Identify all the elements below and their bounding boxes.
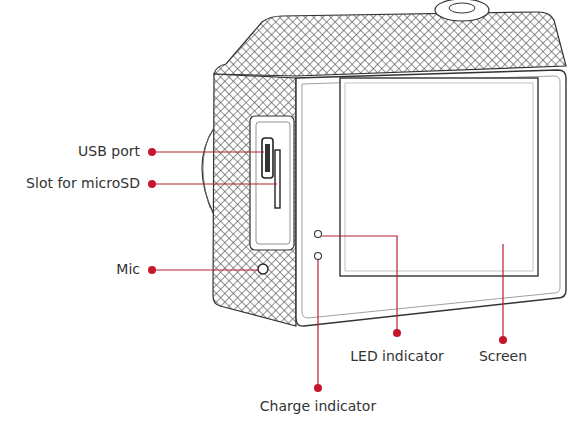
leader-dot <box>148 148 156 156</box>
part-label: Mic <box>116 260 140 278</box>
part-label: Slot for microSD <box>26 174 140 192</box>
side-face <box>213 74 296 326</box>
part-label: Screen <box>479 347 527 365</box>
leader-dot <box>148 180 156 188</box>
shutter-button <box>449 3 475 13</box>
usb-port <box>265 144 270 172</box>
leader-dot <box>393 329 401 337</box>
part-label: LED indicator <box>350 347 444 365</box>
usb-port <box>262 138 273 178</box>
leader-lines <box>152 152 503 388</box>
part-label: USB port <box>78 142 140 160</box>
leader-dot <box>314 384 322 392</box>
leader-dot <box>499 336 507 344</box>
leader-line <box>502 244 503 340</box>
lens-edge <box>203 134 210 208</box>
part-label: Charge indicator <box>260 397 376 415</box>
front-face <box>302 76 560 318</box>
top-face <box>214 12 566 76</box>
leader-dots <box>148 148 507 392</box>
screen <box>345 83 533 271</box>
port-cover <box>250 116 294 250</box>
charge-indicator <box>315 253 322 260</box>
shutter-button <box>435 0 489 21</box>
port-cover <box>256 122 290 244</box>
screen <box>340 78 538 276</box>
leader-line <box>317 260 318 388</box>
leader-line <box>152 183 277 184</box>
leader-line <box>152 269 258 270</box>
leader-dot <box>148 266 156 274</box>
leader-line <box>322 236 397 333</box>
front-face <box>296 70 566 326</box>
mic-hole <box>258 264 268 274</box>
leader-line <box>152 151 264 152</box>
led-indicator <box>315 231 322 238</box>
microsd-slot <box>275 150 280 208</box>
lens-edge <box>202 128 214 215</box>
